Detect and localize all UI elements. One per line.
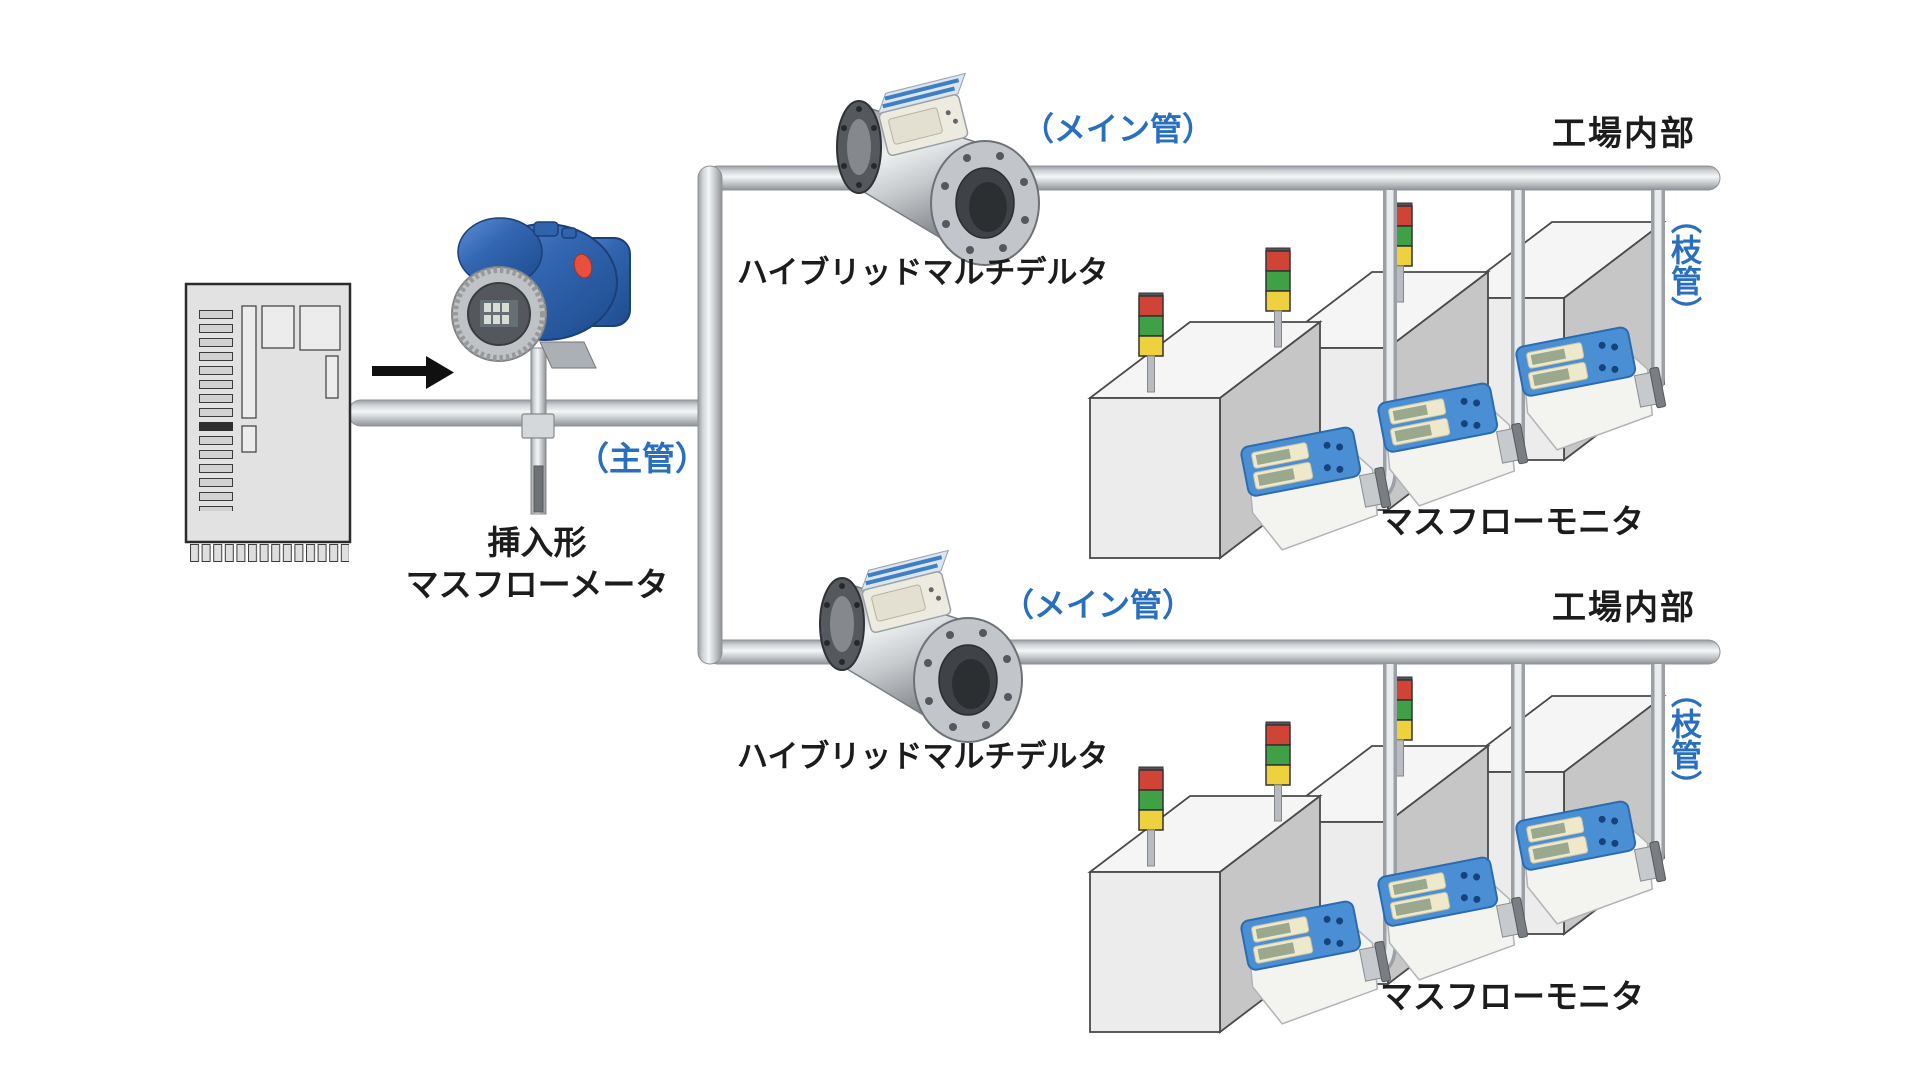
trunk-pipe-label: （主管） — [576, 440, 708, 477]
flow-arrow-icon — [372, 356, 454, 389]
control-cabinet — [184, 282, 352, 562]
hybrid-multi-delta-lower — [818, 548, 1024, 744]
factory-label-lower: 工場内部 — [1552, 589, 1696, 627]
insertion-meter-label-line1: 挿入形 — [487, 524, 587, 561]
hybrid-multi-delta-upper — [835, 71, 1041, 267]
monitor-label-upper: マスフローモニタ — [1380, 503, 1644, 540]
monitor-label-lower: マスフローモニタ — [1380, 978, 1644, 1015]
machine-bank-lower — [1090, 664, 1670, 1032]
cabinet-vent-slats — [199, 310, 233, 511]
cabinet-base-slats — [190, 544, 349, 562]
branch-pipe-label-upper: （枝管） — [1666, 203, 1701, 327]
hybrid-label-upper: ハイブリッドマルチデルタ — [737, 255, 1109, 290]
main-pipe-label-upper: （メイン管） — [1022, 111, 1215, 147]
riser-pipe — [697, 165, 723, 665]
insertion-mass-flow-meter — [451, 217, 631, 515]
branch-pipe-label-lower: （枝管） — [1666, 677, 1701, 801]
hybrid-label-lower: ハイブリッドマルチデルタ — [737, 739, 1109, 774]
main-pipe-label-lower: （メイン管） — [1002, 587, 1195, 623]
insertion-meter-label: 挿入形 マスフローメータ — [397, 522, 677, 606]
factory-label-upper: 工場内部 — [1552, 115, 1696, 153]
insertion-meter-label-line2: マスフローメータ — [405, 566, 669, 604]
meter-red-tag — [573, 253, 593, 279]
probe-hex-fitting — [521, 413, 555, 439]
